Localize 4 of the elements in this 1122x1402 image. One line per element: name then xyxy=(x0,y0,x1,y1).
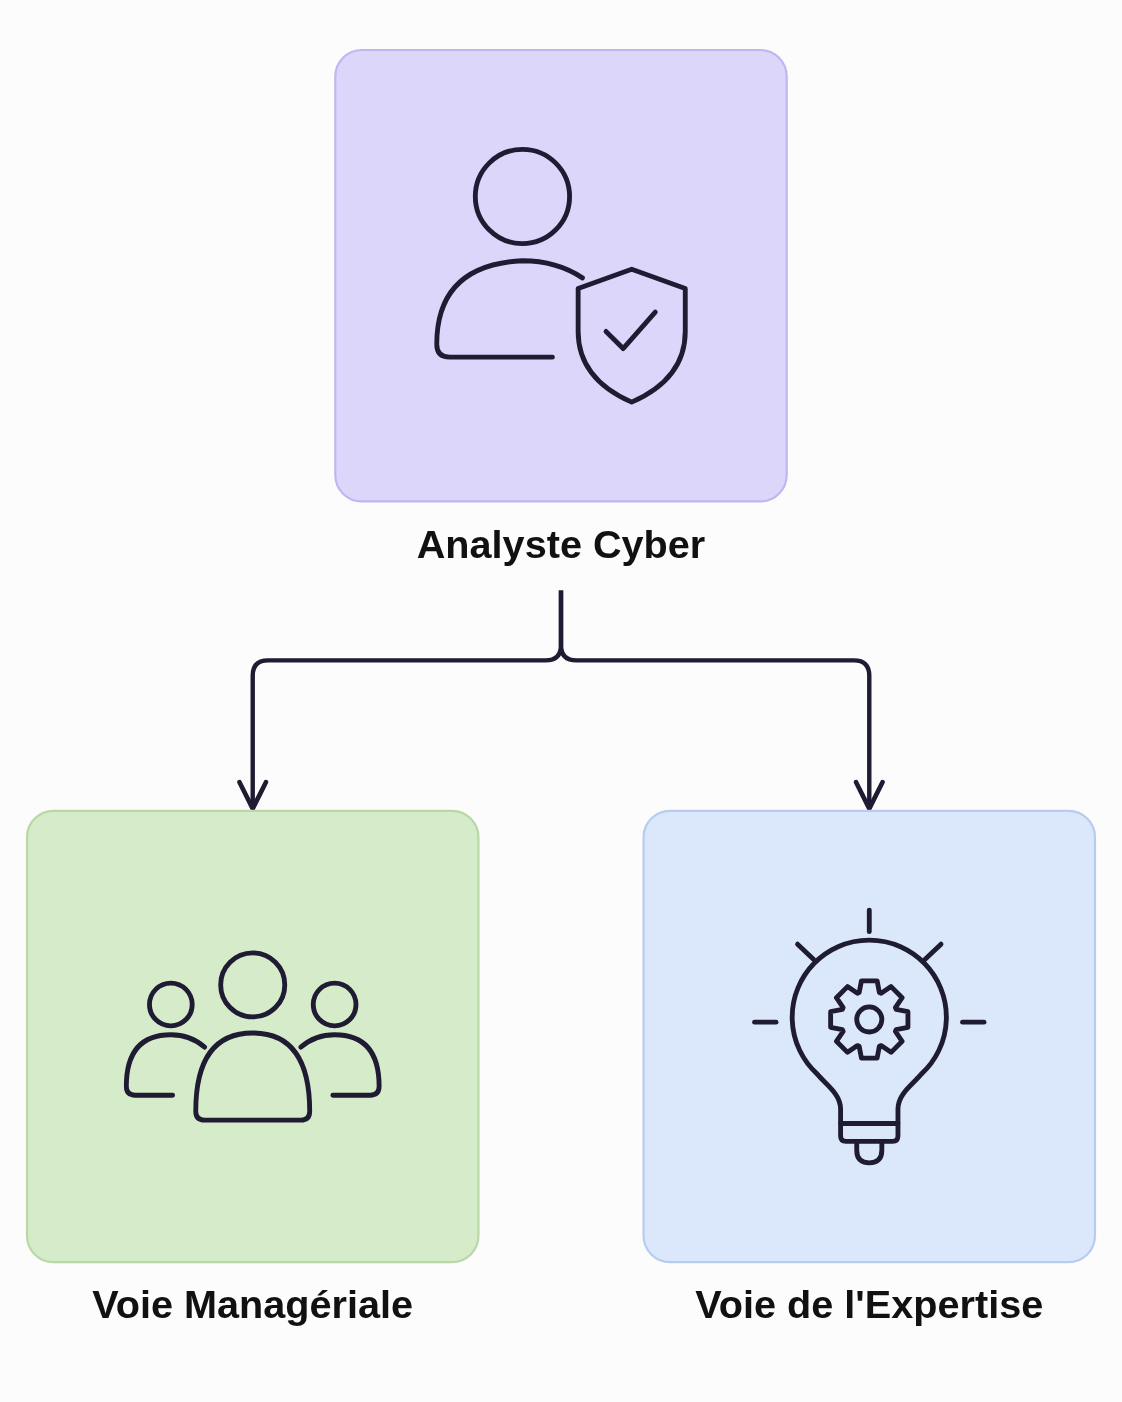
node-label: Voie de l'Expertise xyxy=(695,1281,1044,1330)
connector-arrow xyxy=(558,590,885,812)
node-label: Voie Managériale xyxy=(92,1281,414,1330)
node-label: Analyste Cyber xyxy=(416,520,706,569)
